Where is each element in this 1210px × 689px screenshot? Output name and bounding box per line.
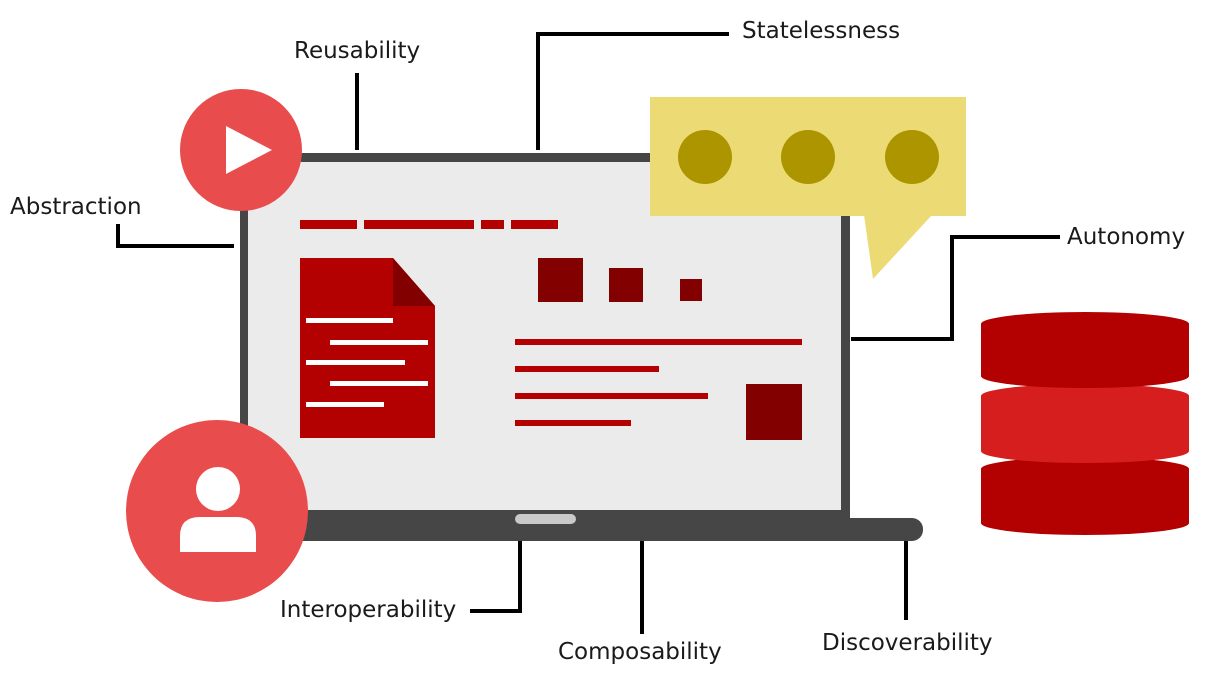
label-discoverability: Discoverability (822, 630, 993, 656)
connector-lines (116, 32, 1060, 634)
user-icon (126, 420, 308, 602)
screen-text-lines (515, 339, 802, 426)
interoperability-connector (470, 541, 522, 613)
document-icon (300, 258, 435, 438)
label-statelessness: Statelessness (742, 18, 901, 44)
label-autonomy: Autonomy (1067, 224, 1186, 250)
label-abstraction: Abstraction (10, 194, 142, 220)
label-interoperability: Interoperability (280, 597, 457, 623)
screen-squares (538, 258, 802, 440)
label-composability: Composability (558, 639, 722, 665)
chat-bubble-icon (650, 97, 966, 279)
statelessness-connector (536, 32, 729, 150)
laptop-base (222, 518, 923, 541)
screen-header-bars (300, 220, 558, 229)
autonomy-connector (851, 235, 1060, 341)
play-icon (180, 89, 302, 211)
abstraction-connector (116, 224, 234, 248)
label-reusability: Reusability (294, 38, 421, 64)
laptop-trackpad-notch (515, 514, 576, 524)
database-icon (981, 312, 1189, 535)
